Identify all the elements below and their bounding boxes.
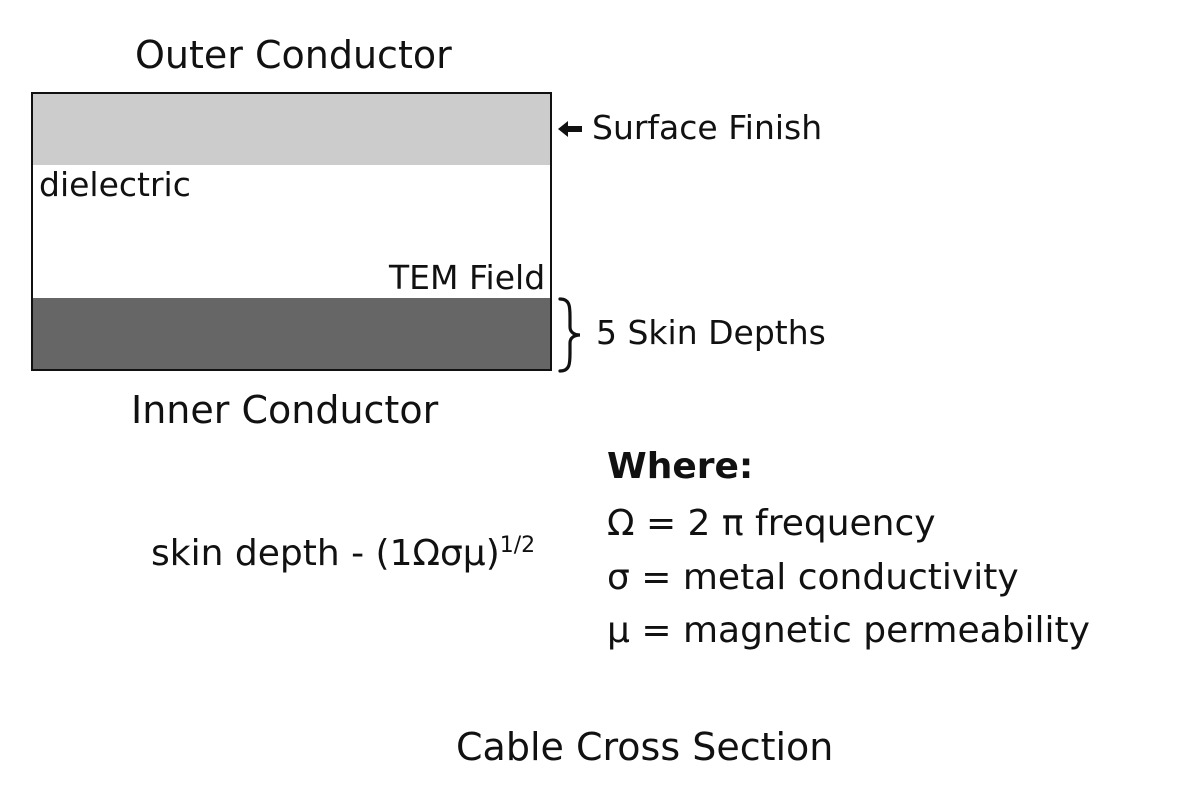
inner-conductor-layer	[33, 298, 550, 369]
formula-main: skin depth - (1Ωσμ)	[151, 533, 500, 574]
definition-mu: μ = magnetic permeability	[607, 610, 1090, 651]
dielectric-label: dielectric	[39, 165, 191, 204]
curly-brace-icon	[558, 297, 581, 373]
where-title: Where:	[607, 446, 754, 487]
definition-omega: Ω = 2 π frequency	[607, 503, 936, 544]
skin-depths-label: 5 Skin Depths	[596, 313, 826, 352]
outer-conductor-label: Outer Conductor	[135, 33, 452, 77]
surface-finish-label: Surface Finish	[592, 108, 823, 147]
diagram-caption: Cable Cross Section	[456, 725, 834, 769]
cable-cross-section-diagram	[31, 92, 552, 371]
arrow-left-icon	[558, 121, 582, 137]
tem-field-label: TEM Field	[389, 258, 546, 297]
outer-conductor-layer	[33, 94, 550, 165]
inner-conductor-label: Inner Conductor	[131, 388, 439, 432]
formula-exponent: 1/2	[499, 533, 536, 558]
definition-sigma: σ = metal conductivity	[607, 557, 1019, 598]
skin-depth-formula: skin depth - (1Ωσμ)1/2	[151, 533, 536, 574]
